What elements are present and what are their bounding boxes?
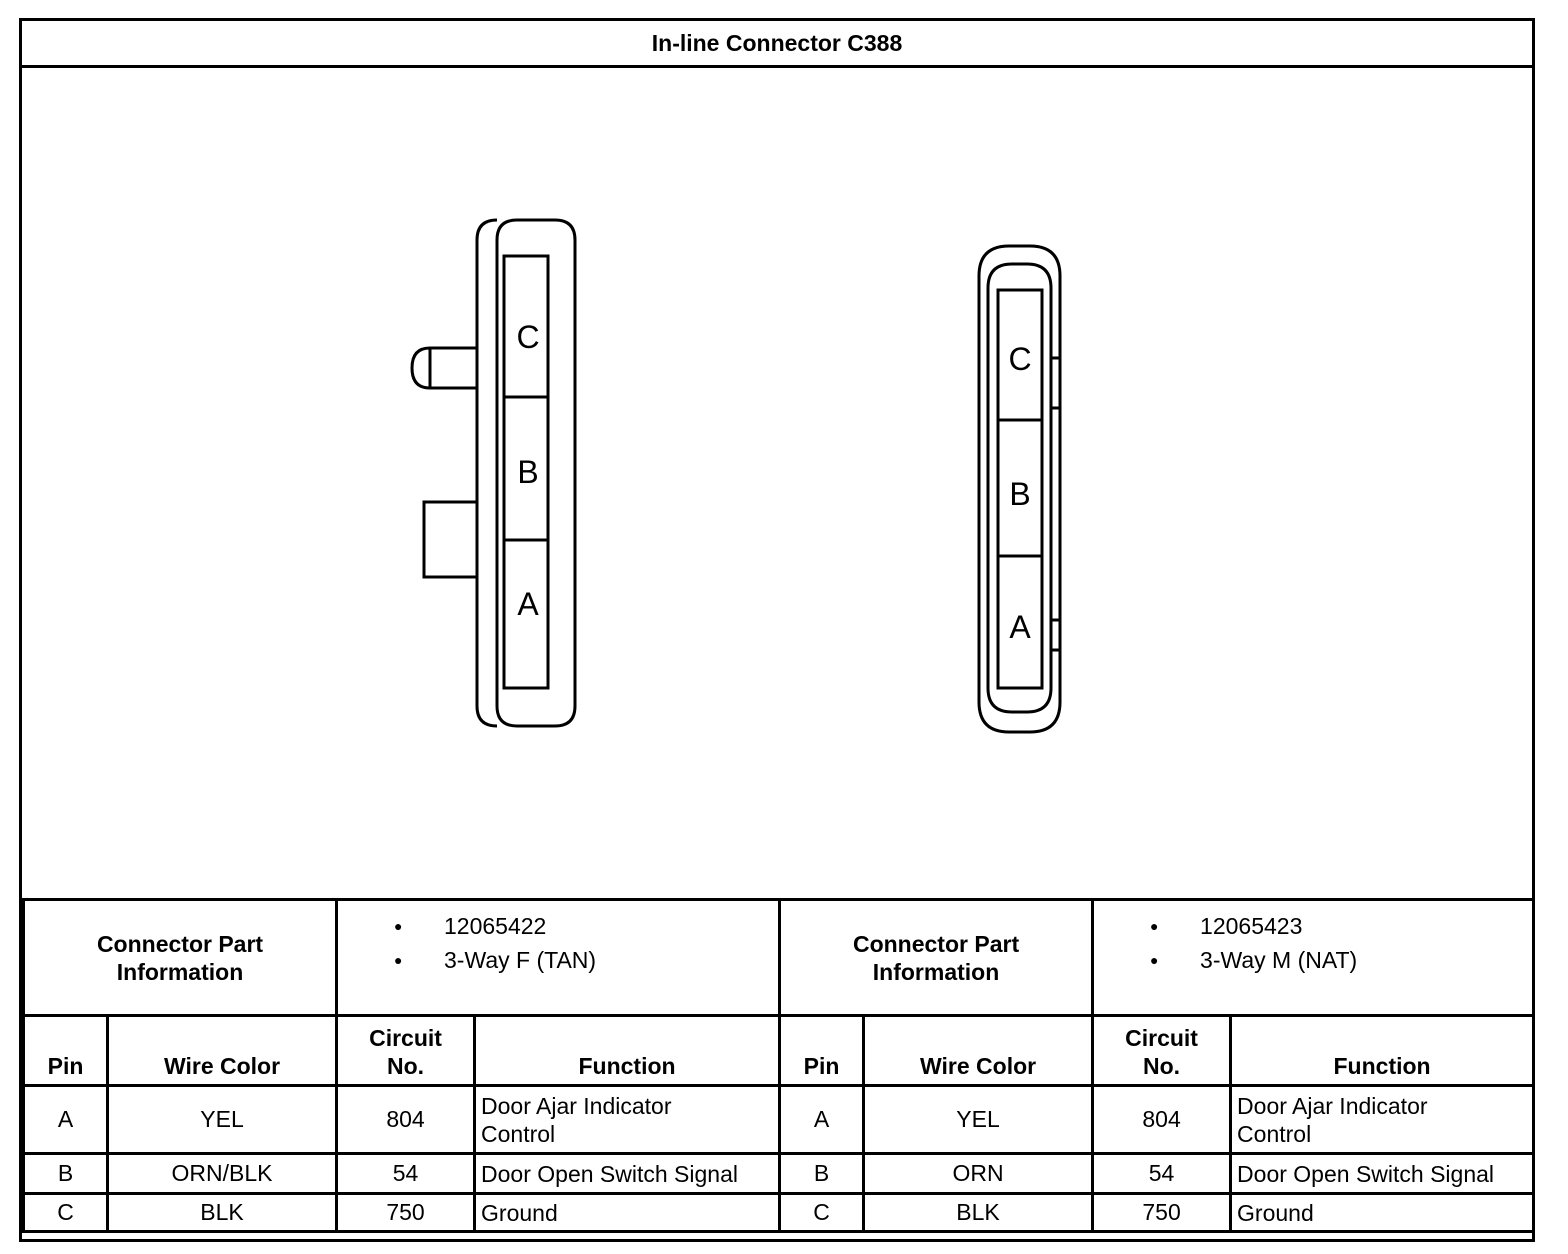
function-line: Door Ajar Indicator: [481, 1092, 672, 1119]
female-pin-label: A: [517, 586, 539, 622]
header-circuit-line: Circuit: [1125, 1025, 1198, 1051]
female-pin-labels: C B A: [516, 319, 539, 622]
wire-color-cell: ORN/BLK: [105, 1152, 339, 1195]
part-info-values: 12065423 3-Way M (NAT): [1091, 898, 1536, 1017]
function-cell: Door Open Switch Signal: [1229, 1152, 1536, 1195]
circuit-cell: 750: [335, 1192, 477, 1233]
male-cavity-frame: [996, 288, 1044, 690]
header-circuit-line: No.: [386, 1053, 425, 1079]
function-line: Control: [1237, 1120, 1312, 1147]
male-inner-outline: [986, 262, 1053, 714]
circuit-cell: 54: [1091, 1152, 1233, 1195]
header-circuit: Circuit No.: [335, 1014, 477, 1087]
pin-cell: B: [778, 1152, 866, 1195]
header-pin: Pin: [778, 1014, 866, 1087]
pin-cell: C: [22, 1192, 109, 1233]
wire-color-cell: YEL: [862, 1084, 1095, 1155]
female-body-left-edge: [475, 218, 498, 241]
function-line: Door Ajar Indicator: [1237, 1092, 1428, 1119]
part-info-values: 12065422 3-Way F (TAN): [335, 898, 782, 1017]
male-pin-label: B: [1009, 476, 1030, 512]
table-row: B ORN/BLK 54 Door Open Switch Signal B O…: [22, 1152, 1536, 1195]
part-info-row: Connector Part Information 12065422 3-Wa…: [21, 898, 1536, 1017]
function-cell: Ground: [1229, 1192, 1536, 1233]
circuit-cell: 750: [1091, 1192, 1233, 1233]
page-title: In-line Connector C388: [22, 21, 1532, 68]
circuit-cell: 54: [335, 1152, 477, 1195]
connector-diagram: C B A C B A: [410, 218, 1062, 734]
connector-info-table: Connector Part Information 12065422 3-Wa…: [21, 898, 1536, 1233]
function-cell: Door Ajar Indicator Control: [473, 1084, 782, 1155]
pin-cell: B: [22, 1152, 109, 1195]
female-latch-tab: [410, 346, 477, 390]
female-body-left-edge-lower: [475, 705, 498, 728]
header-circuit-line: No.: [1143, 1053, 1181, 1079]
wire-color-cell: YEL: [105, 1084, 339, 1155]
female-body-outline: [495, 218, 577, 728]
female-pin-label: C: [516, 319, 539, 355]
header-pin: Pin: [22, 1014, 109, 1087]
part-info-label-line: Information: [872, 958, 1000, 985]
male-pin-label: C: [1008, 341, 1031, 377]
part-description: 3-Way F (TAN): [338, 943, 778, 977]
header-circuit: Circuit No.: [1091, 1014, 1233, 1087]
female-cavity-frame: [502, 254, 550, 690]
wire-color-cell: BLK: [105, 1192, 339, 1233]
part-info-label-line: Connector Part: [96, 930, 264, 957]
pin-cell: A: [778, 1084, 866, 1155]
function-cell: Ground: [473, 1192, 782, 1233]
header-wire-color: Wire Color: [862, 1014, 1095, 1087]
part-number: 12065423: [1094, 909, 1532, 943]
part-description: 3-Way M (NAT): [1094, 943, 1532, 977]
female-pin-label: B: [517, 454, 538, 490]
function-cell: Door Open Switch Signal: [473, 1152, 782, 1195]
male-outer-outline: [977, 244, 1062, 734]
connector-female-drawing: [410, 218, 577, 728]
male-pin-label: A: [1009, 609, 1031, 645]
header-function: Function: [1229, 1014, 1536, 1087]
pin-cell: A: [22, 1084, 109, 1155]
table-row: C BLK 750 Ground C BLK 750 Ground: [22, 1192, 1536, 1233]
header-function: Function: [473, 1014, 782, 1087]
pin-cell: C: [778, 1192, 866, 1233]
function-cell: Door Ajar Indicator Control: [1229, 1084, 1536, 1155]
circuit-cell: 804: [335, 1084, 477, 1155]
female-lock-tab: [422, 500, 479, 579]
table-header-row: Pin Wire Color Circuit No. Function Pin …: [22, 1014, 1536, 1087]
header-wire-color: Wire Color: [105, 1014, 339, 1087]
header-circuit-line: Circuit: [369, 1025, 442, 1051]
table-row: A YEL 804 Door Ajar Indicator Control A …: [22, 1084, 1536, 1155]
wire-color-cell: ORN: [862, 1152, 1095, 1195]
part-info-label: Connector Part Information: [21, 898, 339, 1017]
wire-color-cell: BLK: [862, 1192, 1095, 1233]
connector-diagram-area: C B A C B A: [22, 68, 1532, 898]
part-number: 12065422: [338, 909, 778, 943]
connector-sheet: In-line Connector C388 C B A: [19, 18, 1536, 1242]
part-info-label-line: Information: [116, 958, 244, 985]
connector-male-drawing: [977, 244, 1062, 734]
male-pin-labels: C B A: [1008, 341, 1031, 645]
function-line: Control: [481, 1120, 556, 1147]
part-info-label: Connector Part Information: [778, 898, 1095, 1017]
circuit-cell: 804: [1091, 1084, 1233, 1155]
part-info-label-line: Connector Part: [852, 930, 1020, 957]
